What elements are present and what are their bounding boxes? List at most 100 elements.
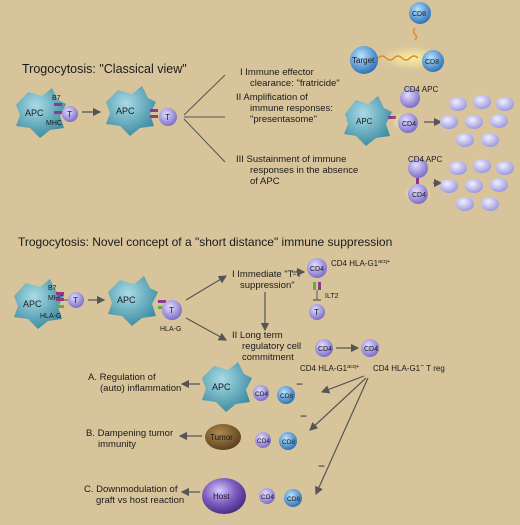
bottom-apc-after: APC bbox=[108, 276, 158, 326]
apc-cell bbox=[344, 96, 392, 146]
cd4-cell bbox=[259, 488, 275, 504]
cd4-cell bbox=[400, 88, 420, 108]
cd4-cell bbox=[408, 184, 428, 204]
ilt2-label: ILT2 bbox=[325, 293, 339, 300]
proliferating-cell bbox=[465, 179, 483, 193]
cd4-label: CD4 bbox=[318, 346, 332, 353]
proliferating-cell bbox=[496, 161, 514, 175]
apc-label: APC bbox=[25, 108, 44, 118]
b7-label: B7 bbox=[52, 95, 61, 102]
top-ii-label: II Amplification of immune responses: "p… bbox=[236, 92, 336, 125]
top-i-label: I Immune effector clearance: "fratricide… bbox=[240, 67, 340, 89]
cd4-cell bbox=[255, 432, 271, 448]
minus-superscript: − bbox=[420, 363, 424, 370]
hlag-receptor bbox=[313, 282, 316, 290]
apc-cell bbox=[202, 362, 252, 412]
cd4-cell bbox=[398, 113, 418, 133]
arrow bbox=[185, 275, 228, 301]
cd4-label: CD4 bbox=[255, 391, 268, 398]
cd4-hlag-acq-label: CD4 HLA-G1acq+ bbox=[331, 259, 390, 268]
proliferating-cell bbox=[490, 178, 508, 192]
b-label: B. Dampening tumor immunity bbox=[86, 428, 176, 450]
cd8-label: CD8 bbox=[287, 496, 300, 503]
cd4-label: CD4 bbox=[402, 121, 416, 128]
top-sustainment: CD4 APC CD4 bbox=[404, 155, 442, 204]
proliferating-cell bbox=[473, 159, 491, 173]
mhc-receptor bbox=[54, 111, 62, 114]
cd8-cell bbox=[409, 2, 431, 24]
top-apc-t-conjugate: APC T B7 MHC bbox=[16, 88, 78, 138]
cd4-cell bbox=[408, 158, 428, 178]
cd8-label: CD8 bbox=[412, 11, 426, 18]
regulation-inflammation: APC CD4 CD8 − bbox=[202, 362, 303, 412]
cd4-label: CD4 bbox=[364, 346, 378, 353]
bottom-title: Trogocytosis: Novel concept of a "short … bbox=[18, 235, 392, 249]
cd4-apc-label: CD4 APC bbox=[404, 85, 438, 94]
apc-label: APC bbox=[116, 106, 135, 116]
cd8-cell bbox=[284, 489, 302, 507]
cd4-cell bbox=[307, 258, 327, 278]
proliferating-cell bbox=[465, 115, 483, 129]
apc-cell bbox=[14, 279, 64, 329]
proliferating-cell bbox=[449, 97, 467, 111]
proliferating-cell bbox=[449, 161, 467, 175]
tumor-label: Tumor bbox=[210, 433, 233, 442]
cd4-hlag-text: CD4 HLA-G1 bbox=[373, 364, 421, 373]
cd8-cell bbox=[422, 50, 444, 72]
cd8-label: CD8 bbox=[282, 439, 295, 446]
cd4-cell bbox=[253, 385, 269, 401]
proliferating-cell bbox=[490, 114, 508, 128]
t-label: T bbox=[314, 308, 319, 317]
proliferating-cell bbox=[473, 95, 491, 109]
bottom-t-with-hlag: T HLA-G bbox=[158, 300, 182, 333]
dampening-tumor: Tumor CD4 CD8 − bbox=[205, 409, 307, 450]
cd4-hlag-acq-label: CD4 HLA-G1acq+ bbox=[300, 364, 359, 373]
apc-cell bbox=[108, 276, 158, 326]
t-cell bbox=[309, 304, 325, 320]
branch-line bbox=[183, 118, 226, 163]
t-label: T bbox=[67, 110, 72, 119]
a-label: A. Regulation of (auto) inflammation bbox=[88, 372, 181, 394]
mhc-receptor bbox=[56, 292, 64, 295]
target-cd8-group: Target CD8 CD8 bbox=[350, 2, 444, 74]
top-t-with-mhc: T bbox=[150, 108, 177, 126]
hlag-receptor bbox=[56, 305, 64, 308]
cd4-cell bbox=[315, 339, 333, 357]
wavy-cytotoxic bbox=[412, 27, 418, 41]
t-label: T bbox=[165, 113, 170, 122]
proliferating-cell bbox=[456, 133, 474, 147]
bottom-i-label: I Immediate "T-T suppression" bbox=[232, 269, 304, 291]
arrow bbox=[185, 317, 228, 341]
apc-label: APC bbox=[356, 117, 373, 126]
cd4-hlag-treg-label: CD4 HLA-G1− T reg bbox=[373, 363, 445, 373]
apc-cell bbox=[16, 88, 66, 138]
minus-sign: − bbox=[318, 459, 325, 473]
bottom-tt-suppression: CD4 CD4 HLA-G1acq+ ILT2 T bbox=[307, 258, 390, 320]
acq-superscript: acq+ bbox=[347, 364, 359, 370]
mhc-label: MHC bbox=[48, 295, 64, 302]
cd4-label: CD4 bbox=[412, 192, 426, 199]
cd4-apc-label: CD4 APC bbox=[408, 155, 442, 164]
mhc-receptor bbox=[416, 178, 419, 184]
hlag-receptor bbox=[158, 306, 166, 309]
b7-receptor bbox=[150, 115, 158, 118]
mhc-receptor bbox=[158, 300, 166, 303]
branch-line bbox=[183, 74, 226, 116]
cd4-hlag-text: CD4 HLA-G1 bbox=[300, 364, 348, 373]
top-title: Trogocytosis: "Classical view" bbox=[22, 62, 187, 76]
minus-sign: − bbox=[300, 409, 307, 423]
cd8-label: CD8 bbox=[425, 59, 439, 66]
t-label: T bbox=[169, 306, 174, 315]
cd4-label: CD4 bbox=[310, 266, 324, 273]
apc-label: APC bbox=[212, 382, 231, 392]
top-proliferation-ii bbox=[440, 95, 514, 147]
target-label: Target bbox=[352, 56, 375, 65]
cd8-cell bbox=[279, 432, 297, 450]
cd8-label: CD8 bbox=[280, 393, 293, 400]
proliferating-cell bbox=[456, 197, 474, 211]
host-cell bbox=[202, 478, 246, 514]
t-cell bbox=[159, 108, 177, 126]
top-apc-after: APC bbox=[106, 86, 156, 136]
t-cell bbox=[62, 106, 78, 122]
